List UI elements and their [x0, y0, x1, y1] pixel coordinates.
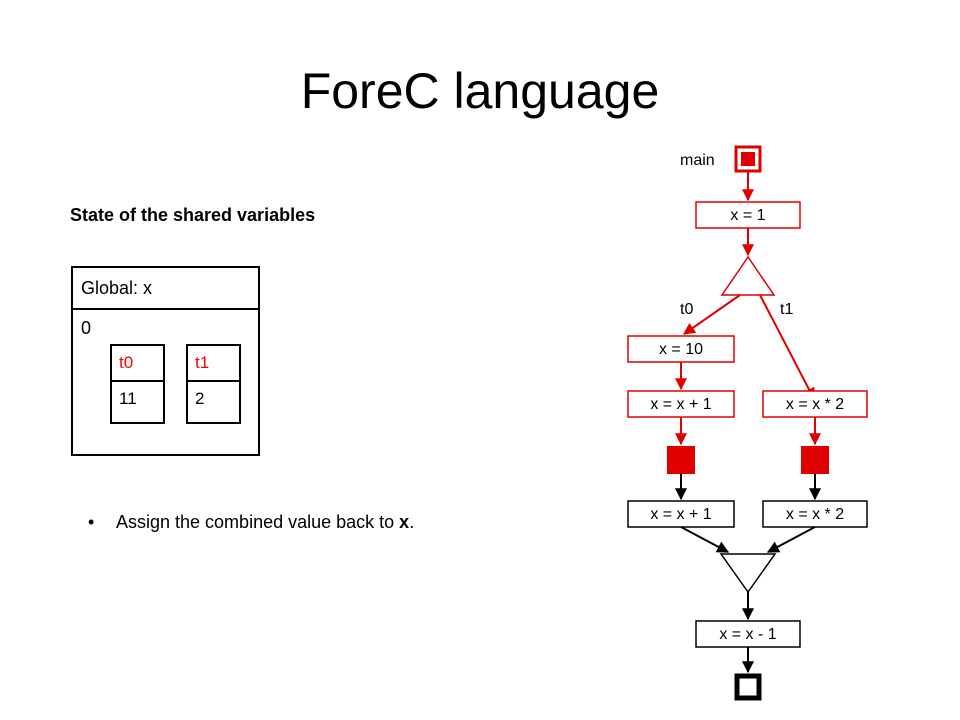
thread-name-t0: t0 [112, 346, 163, 382]
stmt-init [695, 201, 801, 229]
thread-box-t0: t0 11 [110, 344, 165, 424]
control-flow-diagram: main x = 1 t0 t1 x = 10 x = x + 1 x = x … [627, 145, 868, 701]
thread-name-t1: t1 [188, 346, 239, 382]
main-start-node [734, 145, 762, 173]
main-start-node-fill [741, 152, 755, 166]
slide-title: ForeC language [300, 63, 660, 119]
bullet-item: • Assign the combined value back to x. [88, 512, 414, 533]
stmt-final [695, 620, 801, 648]
pause-node-t0 [667, 446, 695, 474]
edge-t1-join [766, 526, 816, 553]
stmt-t1-3-text: x = x * 2 [786, 506, 844, 523]
stmt-init-text: x = 1 [730, 207, 765, 224]
fork-right-label: t1 [780, 301, 793, 318]
stmt-t1-1-text: x = x * 2 [786, 396, 844, 413]
stmt-t0-3-text: x = x + 1 [650, 506, 711, 523]
pause-node-t1 [801, 446, 829, 474]
bullet-dot-icon: • [88, 512, 95, 532]
bullet-text: Assign the combined value back to [116, 512, 400, 532]
bullet-var: x [399, 512, 410, 532]
stmt-t0-2-text: x = x + 1 [650, 396, 711, 413]
slide-subtitle: State of the shared variables [70, 205, 316, 225]
global-state-box: Global: x 0 t0 11 t1 2 [71, 266, 260, 456]
main-label: main [680, 152, 715, 169]
global-value: 0 [81, 318, 92, 338]
stmt-t1-3 [762, 500, 868, 528]
thread-value-t0: 11 [119, 389, 137, 408]
global-label: Global: x [73, 268, 258, 310]
stmt-t0-2 [627, 390, 735, 418]
join-node [719, 553, 777, 594]
thread-box-t1: t1 2 [186, 344, 241, 424]
stmt-t0-1-text: x = 10 [659, 341, 703, 358]
fork-node [720, 255, 776, 296]
stmt-t0-3 [627, 500, 735, 528]
edge-fork-t1 [759, 294, 815, 401]
fork-left-label: t0 [680, 301, 693, 318]
stmt-final-text: x = x - 1 [719, 626, 776, 643]
end-node [734, 673, 762, 701]
thread-value-t1: 2 [195, 389, 205, 408]
edge-t0-join [680, 526, 730, 553]
edge-fork-t0 [683, 294, 741, 335]
bullet-end: . [409, 512, 415, 532]
